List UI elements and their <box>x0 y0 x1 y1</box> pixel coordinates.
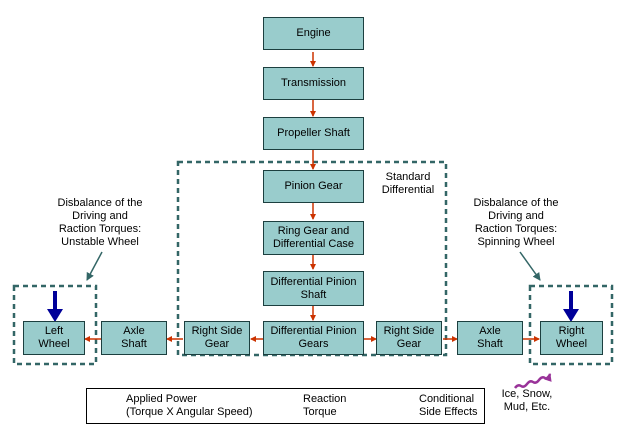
right-wheel-box: Right Wheel <box>540 321 603 355</box>
standard-differential-group <box>176 160 448 357</box>
legend-applied-power: Applied Power (Torque X Angular Speed) <box>126 393 253 418</box>
right-side-gear-left-box: Right Side Gear <box>184 321 250 355</box>
side-effect-arrow-main <box>514 373 552 389</box>
right-reaction-arrow <box>563 291 579 322</box>
legend <box>86 388 485 424</box>
right-wheel-group <box>528 284 614 366</box>
pinion-gear-box: Pinion Gear <box>263 170 364 203</box>
legend-side-effects: Conditional Side Effects <box>419 393 478 418</box>
left-wheel-group <box>12 284 98 366</box>
legend-reaction-torque: Reaction Torque <box>303 393 347 418</box>
ring-gear-box: Ring Gear and Differential Case <box>263 221 364 255</box>
left-note: Disbalance of the Driving and Raction To… <box>57 197 143 248</box>
left-reaction-arrow <box>47 291 63 322</box>
left-wheel-box: Left Wheel <box>23 321 85 355</box>
axle-shaft-right-box: Axle Shaft <box>457 321 523 355</box>
right-note: Disbalance of the Driving and Raction To… <box>473 197 559 248</box>
differential-pinion-gears-box: Differential Pinion Gears <box>263 321 364 355</box>
propeller-shaft-box: Propeller Shaft <box>263 117 364 150</box>
right-side-gear-right-box: Right Side Gear <box>376 321 442 355</box>
axle-shaft-left-box: Axle Shaft <box>101 321 167 355</box>
left-note-pointer <box>86 251 103 281</box>
transmission-box: Transmission <box>263 67 364 100</box>
engine-box: Engine <box>263 17 364 50</box>
standard-differential-label: Standard Differential <box>381 171 435 196</box>
differential-pinion-shaft-box: Differential Pinion Shaft <box>263 271 364 306</box>
right-note-pointer <box>519 251 541 281</box>
conditions-label: Ice, Snow, Mud, Etc. <box>501 388 553 413</box>
